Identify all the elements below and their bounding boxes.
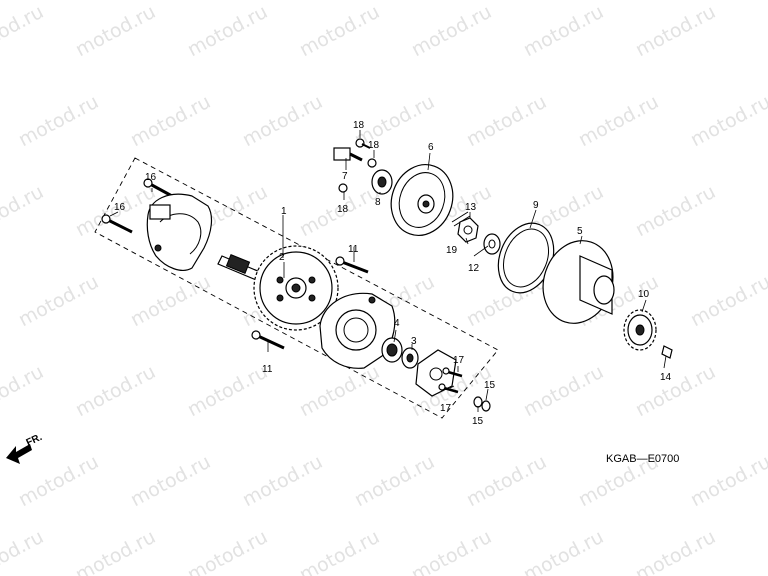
bolt-7 (333, 147, 363, 162)
bolt-16-lower (101, 214, 133, 234)
pump-cover-housing (146, 193, 213, 271)
callout-4: 4 (394, 318, 400, 329)
callout-14: 14 (660, 372, 672, 383)
direction-label: FR. (25, 432, 44, 449)
inner-rotor-3 (401, 347, 419, 369)
callout-6: 6 (428, 142, 434, 153)
gear-10 (623, 309, 657, 351)
bolt-11-upper (335, 256, 369, 274)
sprocket-2 (253, 245, 339, 331)
callout-7: 7 (342, 171, 348, 182)
screw-17-lower (438, 383, 459, 394)
cover-5 (542, 240, 615, 324)
callout-1: 1 (281, 206, 287, 217)
callout-10: 10 (638, 289, 650, 300)
washer-12 (483, 233, 501, 255)
callout-16-upper: 16 (145, 172, 157, 183)
screw-17-upper (442, 367, 463, 378)
bolt-18-top (355, 138, 371, 149)
bolt-18-mid (367, 158, 377, 168)
pump-body (319, 292, 396, 369)
outer-rotor-4 (381, 337, 403, 363)
pump-plate (415, 349, 457, 397)
pin-15 (473, 396, 491, 412)
bolt-18-low (338, 183, 348, 193)
callout-12: 12 (468, 263, 480, 274)
callout-17-lower: 17 (440, 403, 452, 414)
callout-3: 3 (411, 336, 417, 347)
driven-gear-6 (390, 164, 454, 236)
callout-16-lower: 16 (114, 202, 126, 213)
callout-9: 9 (533, 200, 539, 211)
callout-2: 2 (279, 252, 285, 263)
gear-8 (371, 169, 393, 195)
callout-18-top: 18 (353, 120, 365, 131)
front-direction-arrow (6, 444, 32, 464)
callout-11-lower: 11 (262, 364, 273, 375)
assembly-dashed-box (94, 157, 499, 419)
callout-8: 8 (375, 197, 381, 208)
bolt-16-upper (143, 178, 173, 198)
callout-11-upper: 11 (348, 244, 359, 255)
callout-5: 5 (577, 226, 583, 237)
callout-13: 13 (465, 202, 477, 213)
key-14 (661, 345, 673, 359)
callout-15-upper: 15 (484, 380, 496, 391)
callout-19: 19 (446, 245, 458, 256)
diagram-code: KGAB—E0700 (606, 453, 680, 465)
callout-17-upper: 17 (453, 355, 465, 366)
callout-15-lower: 15 (472, 416, 484, 427)
callout-18-low: 18 (337, 204, 349, 215)
callout-18-mid: 18 (368, 140, 380, 151)
leader-lines (109, 130, 667, 412)
nut-13 (457, 217, 479, 243)
bolt-11-lower (251, 330, 285, 350)
